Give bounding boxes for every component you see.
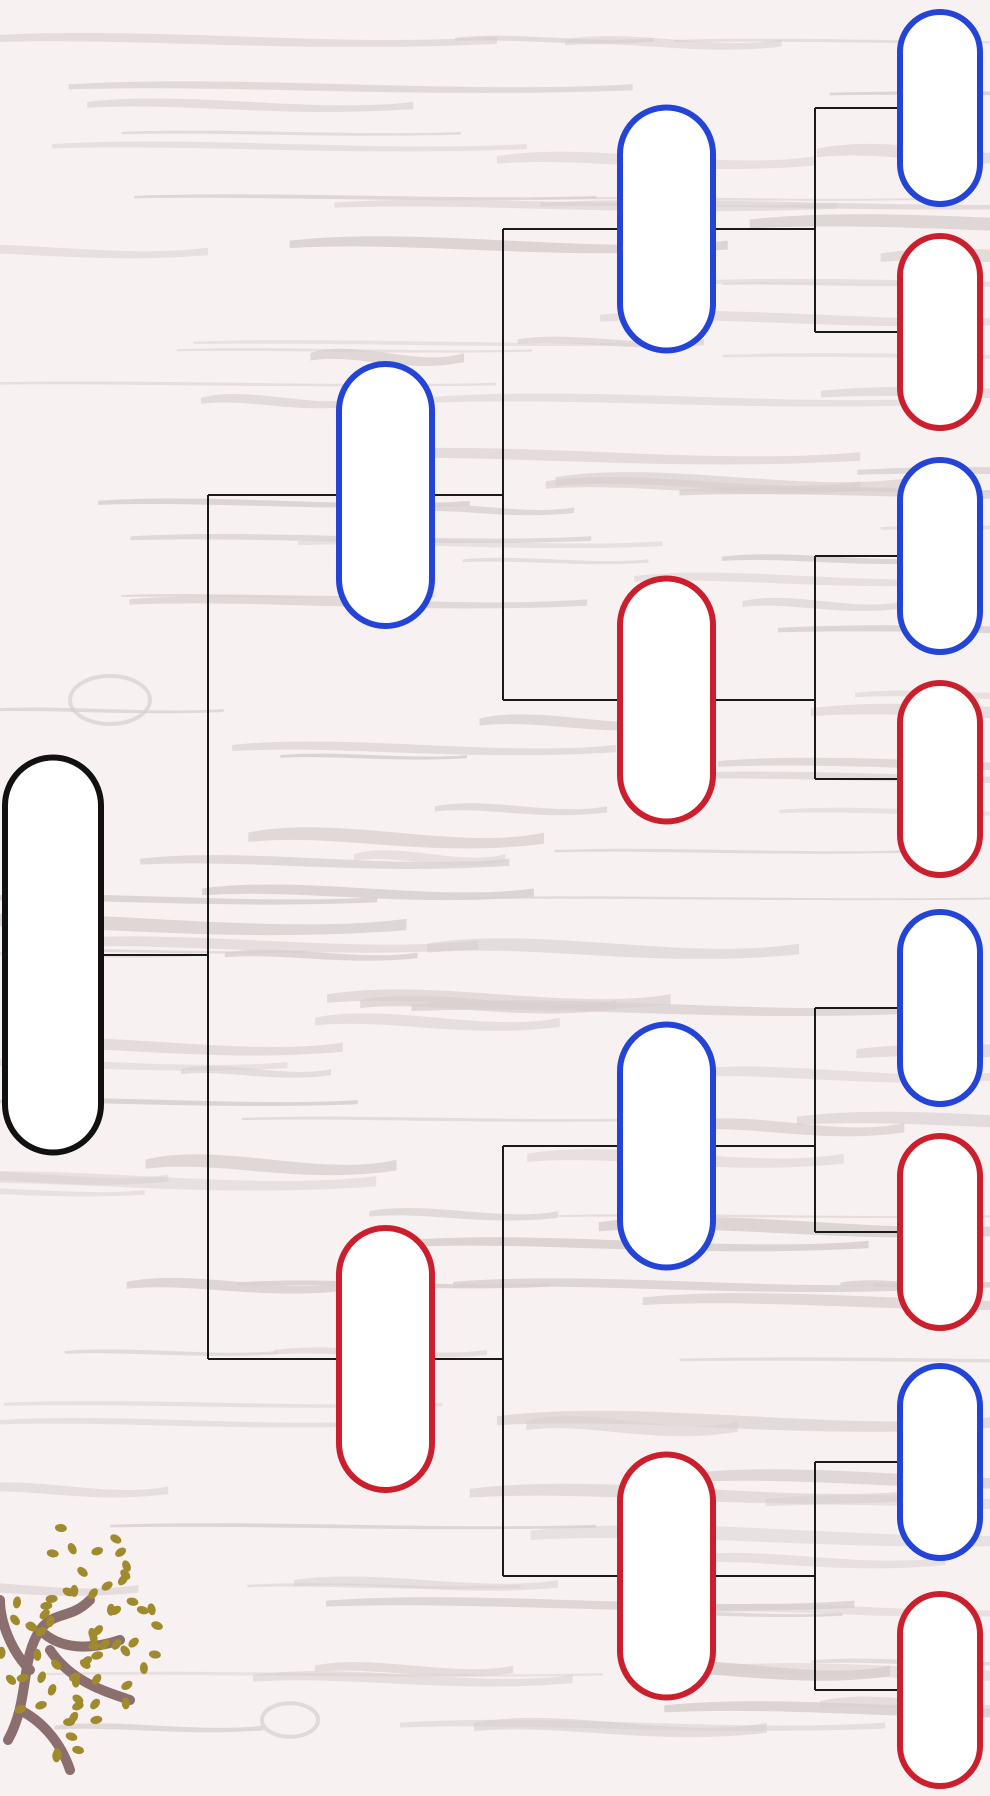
person-node-gen1-1[interactable] bbox=[5, 758, 101, 1153]
person-node-gen4-7[interactable] bbox=[900, 1366, 980, 1558]
person-node-gen4-4[interactable] bbox=[900, 683, 980, 875]
person-node-gen2-1[interactable] bbox=[339, 364, 432, 626]
person-node-gen4-6[interactable] bbox=[900, 1136, 980, 1328]
person-node-gen2-2[interactable] bbox=[339, 1228, 432, 1490]
person-node-gen3-2[interactable] bbox=[620, 579, 713, 822]
person-node-gen3-1[interactable] bbox=[620, 108, 713, 351]
person-node-gen4-5[interactable] bbox=[900, 912, 980, 1104]
person-node-gen4-8[interactable] bbox=[900, 1594, 980, 1786]
person-node-gen4-1[interactable] bbox=[900, 12, 980, 204]
person-node-gen3-3[interactable] bbox=[620, 1025, 713, 1268]
person-node-gen4-3[interactable] bbox=[900, 460, 980, 652]
person-node-gen4-2[interactable] bbox=[900, 236, 980, 428]
person-node-gen3-4[interactable] bbox=[620, 1455, 713, 1698]
